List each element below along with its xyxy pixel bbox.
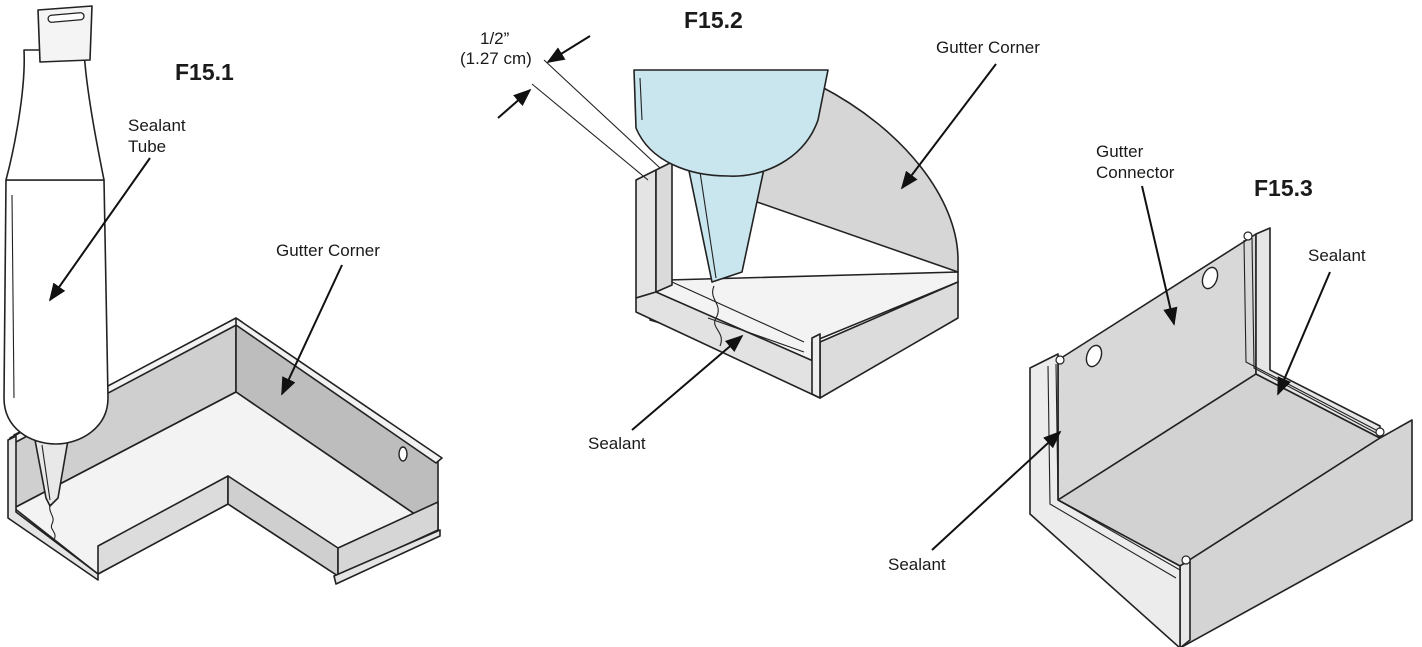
sealant-pointer — [631, 334, 744, 431]
sealant-tube-label-line1: Sealant — [128, 116, 186, 135]
gutter-connector-illustration — [1029, 227, 1413, 647]
figure-title: F15.1 — [175, 59, 234, 85]
gutter-corner-pointer — [900, 63, 997, 190]
sealant-tube-label-line2: Tube — [128, 137, 166, 156]
gutter-connector-pointer — [1141, 185, 1178, 326]
gutter-corner-label: Gutter Corner — [936, 38, 1040, 57]
gutter-connector-label-line1: Gutter — [1096, 142, 1144, 161]
gutter-corner-closeup-illustration — [633, 69, 959, 399]
gutter-corner-pointer — [281, 264, 343, 396]
sealant-right-pointer — [1277, 271, 1331, 396]
figure-f15-1: F15.1 Sealant Tube Gutter Corner — [3, 5, 443, 585]
gutter-corner-illustration — [7, 317, 443, 585]
sealant-left-label: Sealant — [888, 555, 946, 574]
sealant-tube-pointer — [48, 157, 151, 302]
figure-title: F15.3 — [1254, 175, 1313, 201]
sealant-left-pointer — [931, 430, 1062, 551]
sealant-label: Sealant — [588, 434, 646, 453]
figure-f15-3: F15.3 Gutter Connector Sealant Sealant — [888, 142, 1413, 647]
dimension-label-line1: 1/2” — [480, 29, 510, 48]
dimension-label-line2: (1.27 cm) — [460, 49, 532, 68]
gutter-connector-label-line2: Connector — [1096, 163, 1175, 182]
figure-f15-2: F15.2 1/2” (1.27 cm) Gutter Corner Seala… — [460, 7, 1040, 453]
sealant-right-label: Sealant — [1308, 246, 1366, 265]
sealant-tube-illustration — [3, 5, 109, 541]
figure-title: F15.2 — [684, 7, 743, 33]
gutter-corner-label: Gutter Corner — [276, 241, 380, 260]
